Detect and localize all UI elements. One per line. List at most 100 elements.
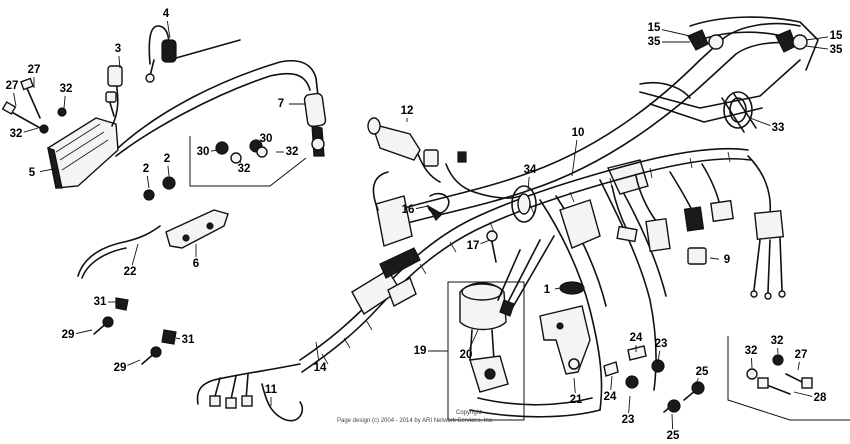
bolts-29-nuts-31 — [93, 297, 177, 365]
callout-c32a: 32 — [60, 83, 73, 95]
callout-c2b: 2 — [164, 153, 170, 165]
leader-c10 — [571, 139, 578, 177]
callout-c4: 4 — [163, 8, 170, 20]
callout-c29b: 29 — [114, 362, 127, 374]
leader-c32c — [239, 159, 242, 163]
leader-c27b — [13, 92, 17, 107]
callout-c27b: 27 — [6, 80, 19, 92]
leader-c25b — [671, 413, 674, 430]
callout-c32b: 32 — [10, 128, 23, 140]
leader-c34 — [527, 176, 530, 191]
callout-c23b: 23 — [622, 414, 635, 426]
callout-c32f: 32 — [745, 345, 758, 357]
callout-c21: 21 — [570, 394, 583, 406]
callout-c15b: 15 — [830, 30, 843, 42]
clip-16 — [426, 192, 450, 221]
leader-c32f — [751, 357, 753, 369]
clip-17 — [486, 230, 498, 263]
ignition-coil-lead — [105, 25, 241, 127]
bracket-21 — [539, 305, 591, 375]
callout-c3: 3 — [115, 43, 121, 55]
grommet-set — [189, 136, 307, 187]
leader-c1 — [554, 287, 561, 290]
hardware-24-23-25 — [603, 345, 705, 413]
harness-connectors-front — [351, 247, 421, 316]
callout-c35a: 35 — [648, 36, 661, 48]
callout-c24b: 24 — [604, 391, 617, 403]
leader-c22 — [131, 243, 139, 266]
callout-c23a: 23 — [655, 338, 668, 350]
leader-c35b — [805, 45, 829, 50]
callout-c16: 16 — [402, 204, 415, 216]
leader-c23a — [657, 350, 661, 363]
callout-c32d: 32 — [286, 146, 299, 158]
leader-c27c — [797, 361, 800, 371]
leader-c24b — [610, 375, 613, 391]
grommet-34 — [511, 185, 537, 223]
harness-connectors-rear — [611, 155, 786, 300]
callout-c1: 1 — [544, 284, 551, 296]
leader-c9 — [709, 257, 720, 260]
leader-c14 — [315, 341, 320, 362]
leader-c15b — [805, 36, 829, 41]
band-33 — [723, 91, 753, 129]
callout-c25b: 25 — [667, 430, 680, 442]
callout-c35b: 35 — [830, 44, 843, 56]
leader-c15a — [661, 29, 691, 37]
callout-c32e: 32 — [771, 335, 784, 347]
callout-c31a: 31 — [94, 296, 107, 308]
callout-c22: 22 — [124, 266, 137, 278]
callout-c11: 11 — [265, 384, 278, 396]
callout-c6: 6 — [193, 258, 199, 270]
leader-c28 — [793, 391, 813, 397]
leader-c32b — [23, 127, 39, 133]
clamps-15-35 — [687, 29, 808, 53]
callout-c12: 12 — [401, 105, 414, 117]
leader-lines — [13, 20, 829, 430]
callout-c14: 14 — [314, 362, 327, 374]
leader-c20 — [469, 329, 479, 349]
mounting-bolts-left — [1, 77, 67, 134]
callout-c32c: 32 — [238, 163, 251, 175]
high-tension-lead — [115, 60, 327, 157]
callout-c30b: 30 — [260, 133, 273, 145]
callout-c24a: 24 — [630, 332, 643, 344]
leader-c33 — [749, 117, 771, 127]
callout-c27c: 27 — [795, 349, 808, 361]
callout-c10: 10 — [572, 127, 585, 139]
leader-c4 — [166, 20, 171, 39]
leader-c31b — [175, 337, 181, 340]
leader-c30a — [210, 149, 219, 152]
callout-c29a: 29 — [62, 329, 75, 341]
leader-c3 — [118, 55, 121, 69]
ignition-switch-assembly — [447, 235, 555, 421]
component-12 — [367, 117, 521, 199]
leader-c29a — [75, 329, 93, 335]
leader-c23b — [628, 395, 631, 414]
rubber-1 — [559, 281, 585, 295]
leader-c17 — [480, 239, 491, 245]
callout-c2a: 2 — [143, 163, 149, 175]
copyright-line-2: Page design (c) 2004 - 2014 by ARI Netwo… — [337, 418, 494, 424]
leader-c2a — [146, 175, 150, 189]
copyright-line-1: Copyright — [456, 410, 482, 416]
callout-c33: 33 — [772, 122, 785, 134]
callout-c27a: 27 — [28, 64, 41, 76]
callout-c15a: 15 — [648, 22, 661, 34]
callout-c28: 28 — [814, 392, 827, 404]
leader-c25a — [695, 378, 699, 385]
bracket-6 — [165, 209, 229, 249]
strap-22 — [77, 225, 161, 279]
callout-c19: 19 — [414, 345, 427, 357]
bolt-set-right — [727, 336, 850, 421]
nuts-2 — [143, 176, 176, 201]
main-wire-harness — [196, 147, 751, 422]
callout-c34: 34 — [524, 164, 537, 176]
cdi-unit — [47, 117, 119, 189]
leader-c16 — [415, 205, 429, 210]
callout-c5: 5 — [29, 167, 36, 179]
callout-c7: 7 — [278, 98, 284, 110]
leader-c2b — [167, 165, 170, 177]
